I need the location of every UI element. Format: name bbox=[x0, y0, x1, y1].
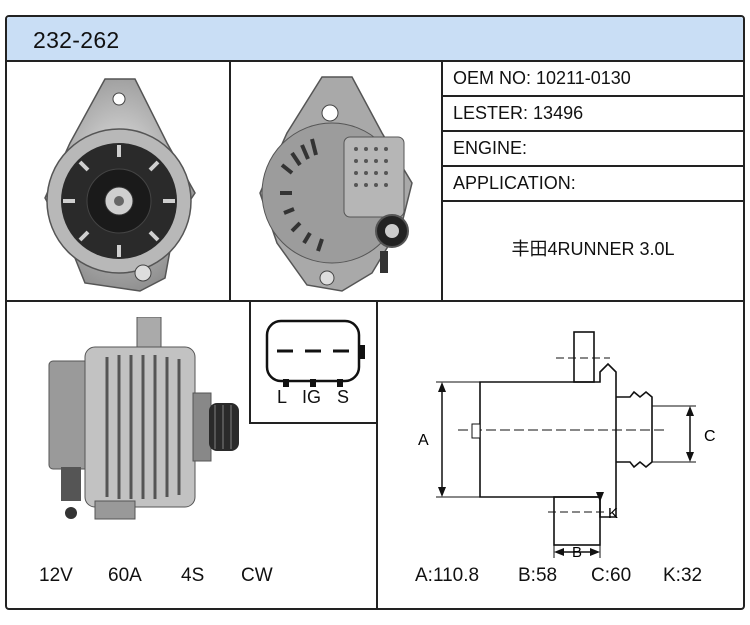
alternator-rear-photo bbox=[259, 76, 413, 292]
dim-label-b: B bbox=[572, 544, 582, 561]
plug-pin-ig: IG bbox=[302, 387, 322, 407]
spec-pulley: 4S bbox=[181, 565, 205, 586]
oem-label: OEM NO: bbox=[453, 68, 532, 88]
dim-value-a: A:110.8 bbox=[415, 565, 480, 586]
lester-value: 13496 bbox=[533, 103, 584, 123]
divider bbox=[441, 62, 443, 302]
product-sheet: 232-262 OEM NO: 10211-0130 LESTER: 13496… bbox=[5, 15, 745, 610]
dim-value-c: C:60 bbox=[591, 565, 632, 586]
oem-value: 10211-0130 bbox=[536, 68, 631, 88]
spec-amperage: 60A bbox=[108, 565, 142, 586]
spec-voltage: 12V bbox=[39, 565, 73, 586]
spec-row-application: APPLICATION: bbox=[443, 167, 743, 202]
dim-label-a: A bbox=[418, 432, 429, 449]
part-number: 232-262 bbox=[33, 27, 120, 53]
divider bbox=[376, 302, 378, 608]
dim-value-k: K:32 bbox=[663, 565, 703, 586]
divider bbox=[249, 422, 378, 424]
spec-row-lester: LESTER: 13496 bbox=[443, 97, 743, 132]
dim-label-k: K bbox=[608, 505, 618, 522]
dim-value-b: B:58 bbox=[518, 565, 558, 586]
dim-label-c: C bbox=[704, 428, 716, 445]
lester-label: LESTER: bbox=[453, 103, 529, 123]
plug-pin-s: S bbox=[337, 387, 350, 407]
plug-connector-diagram bbox=[265, 319, 365, 387]
plug-pin-l: L bbox=[277, 387, 288, 407]
spec-row-oem: OEM NO: 10211-0130 bbox=[443, 62, 743, 97]
alternator-front-photo bbox=[44, 78, 196, 292]
dimension-drawing: A C K B bbox=[418, 331, 716, 561]
divider bbox=[249, 302, 251, 424]
application-value: 丰田4RUNNER 3.0L bbox=[511, 239, 675, 259]
header-bar: 232-262 bbox=[7, 17, 743, 62]
alternator-side-photo bbox=[48, 317, 239, 520]
application-label: APPLICATION: bbox=[453, 173, 576, 193]
divider bbox=[229, 62, 231, 302]
spec-rotation: CW bbox=[241, 565, 273, 586]
divider bbox=[7, 300, 743, 302]
engine-label: ENGINE: bbox=[453, 138, 528, 158]
spec-row-engine: ENGINE: bbox=[443, 132, 743, 167]
